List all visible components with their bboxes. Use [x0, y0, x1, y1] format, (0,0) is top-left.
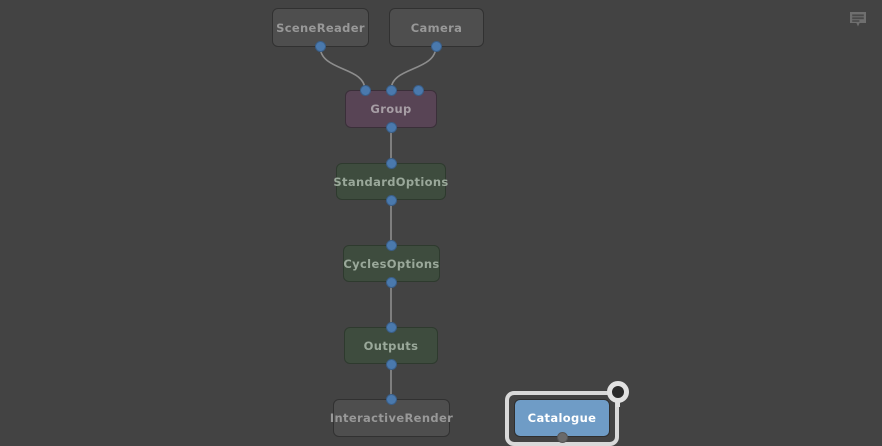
- plug-scene-reader-out[interactable]: [314, 40, 326, 52]
- node-standard-options[interactable]: StandardOptions: [333, 163, 449, 200]
- plug-interactive-render-in[interactable]: [385, 393, 397, 405]
- plug-group-in-0[interactable]: [359, 84, 371, 96]
- speech-bubble-icon[interactable]: [846, 8, 870, 32]
- plug-outputs-out[interactable]: [385, 358, 397, 370]
- node-label: CyclesOptions: [343, 256, 440, 271]
- node-scene-reader[interactable]: SceneReader: [272, 8, 369, 47]
- plug-outputs-in[interactable]: [385, 321, 397, 333]
- plug-standard-options-in[interactable]: [385, 157, 397, 169]
- plug-standard-options-out[interactable]: [385, 194, 397, 206]
- connection-scene-reader-to-group[interactable]: [319, 45, 366, 91]
- node-label: Group: [370, 102, 412, 116]
- node-label: Outputs: [363, 338, 419, 353]
- plug-group-in-1[interactable]: [385, 84, 397, 96]
- plug-cycles-options-in[interactable]: [385, 239, 397, 251]
- node-label: Catalogue: [527, 411, 597, 425]
- node-catalogue[interactable]: Catalogue: [514, 399, 610, 437]
- node-label: Camera: [410, 20, 463, 35]
- connection-camera-to-group[interactable]: [390, 45, 437, 91]
- node-label: StandardOptions: [333, 174, 449, 189]
- plug-catalogue-out[interactable]: [556, 431, 568, 443]
- node-label: InteractiveRender: [329, 411, 454, 425]
- plug-cycles-options-out[interactable]: [385, 276, 397, 288]
- plug-group-out[interactable]: [385, 121, 397, 133]
- node-label: SceneReader: [276, 20, 365, 35]
- focus-ring-badge[interactable]: [607, 381, 629, 403]
- plug-group-in-2[interactable]: [412, 84, 424, 96]
- node-interactive-render[interactable]: InteractiveRender: [329, 399, 454, 437]
- plug-camera-out[interactable]: [430, 40, 442, 52]
